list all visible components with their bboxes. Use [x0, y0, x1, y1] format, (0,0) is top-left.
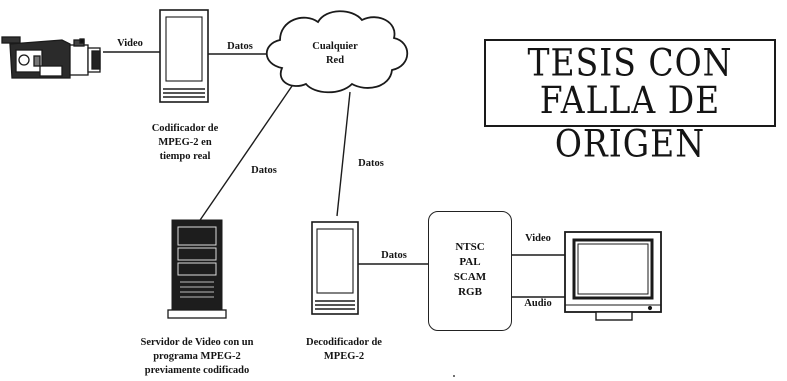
- server-tower-icon: [168, 220, 226, 318]
- scan-speck: [453, 375, 455, 377]
- converter-line-pal: PAL: [429, 255, 511, 270]
- converter-line-rgb: RGB: [429, 285, 511, 300]
- link-label-encoder-cloud: Datos: [222, 40, 258, 53]
- link-label-camera-encoder: Video: [110, 37, 150, 50]
- encoder-caption-line: tiempo real: [130, 150, 240, 163]
- server-caption-line: Servidor de Video con un: [112, 336, 282, 349]
- stamp-line-2: FALLA DE ORIGEN: [486, 78, 774, 165]
- cloud-label-1: Cualquier: [300, 40, 370, 53]
- server-caption-line: programa MPEG-2: [112, 350, 282, 363]
- encoder-caption-line: MPEG-2 en: [130, 136, 240, 149]
- decoder-caption-line: MPEG-2: [284, 350, 404, 363]
- cloud-label-2: Red: [300, 54, 370, 67]
- tesis-stamp: TESIS CON FALLA DE ORIGEN: [484, 39, 776, 127]
- converter-line-ntsc: NTSC: [429, 240, 511, 255]
- encoder-tower-icon: [160, 10, 208, 102]
- server-caption-line: previamente codificado: [112, 364, 282, 377]
- link-label-cloud-server: Datos: [246, 164, 282, 177]
- video-camera-icon: [2, 37, 100, 78]
- converter-line-scam: SCAM: [429, 270, 511, 285]
- link-label-monitor-audio: Audio: [518, 297, 558, 310]
- encoder-caption-line: Codificador de: [130, 122, 240, 135]
- link-cloud-decoder: [337, 92, 350, 216]
- link-label-monitor-video: Video: [518, 232, 558, 245]
- decoder-tower-icon: [312, 222, 358, 314]
- monitor-icon: [565, 232, 661, 320]
- link-label-cloud-decoder: Datos: [353, 157, 389, 170]
- link-label-decoder-converter: Datos: [376, 249, 412, 262]
- signal-converter-box: NTSC PAL SCAM RGB: [428, 211, 512, 331]
- decoder-caption-line: Decodificador de: [284, 336, 404, 349]
